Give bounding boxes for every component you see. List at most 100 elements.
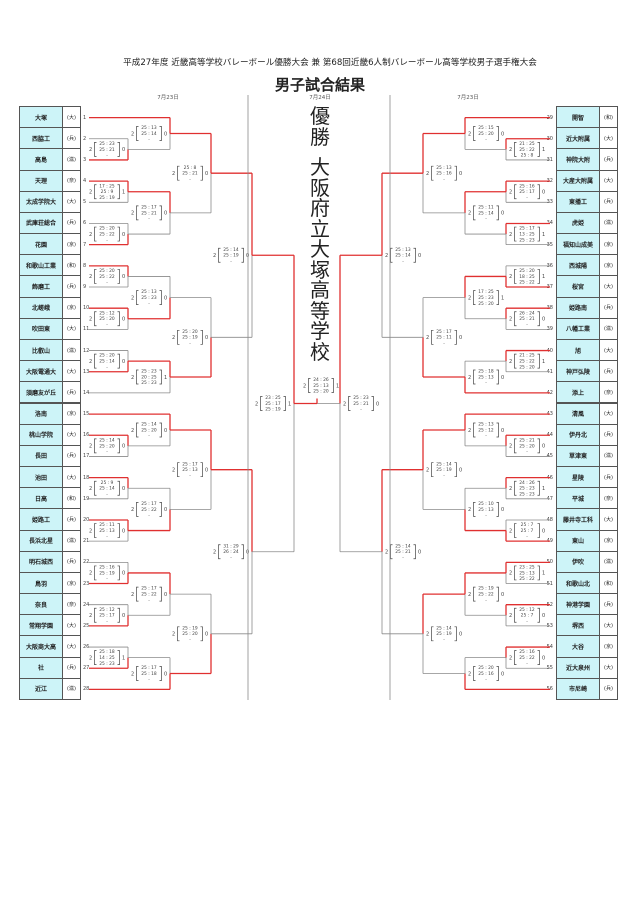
set-score: - xyxy=(485,598,487,603)
bracket-open-icon xyxy=(136,205,139,221)
bracket-open-icon xyxy=(473,205,476,221)
set-score: 25 : 14 xyxy=(99,437,115,443)
set-score: 25 : 19 xyxy=(223,253,239,259)
set-score: 25 : 20 xyxy=(99,443,115,449)
set-score: 25 : 23 xyxy=(519,237,535,243)
set-score: 25 : 15 xyxy=(478,125,494,131)
team-number: 12 xyxy=(83,347,90,354)
set-score: 25 : 20 xyxy=(519,443,535,449)
team-prefecture: (兵) xyxy=(600,677,618,700)
set-score: 25 : 20 xyxy=(478,131,494,137)
sets-lost: 0 xyxy=(459,467,462,473)
set-score: 25 : 20 xyxy=(182,329,198,335)
sets-won: 2 xyxy=(89,232,92,238)
sets-won: 2 xyxy=(509,528,512,534)
sets-won: 2 xyxy=(89,190,92,196)
sets-lost: 0 xyxy=(205,467,208,473)
sets-lost: 0 xyxy=(122,571,125,577)
team-row: 伊吹(滋) xyxy=(556,550,618,573)
set-score: 25 : 12 xyxy=(99,607,115,613)
sets-lost: 0 xyxy=(418,253,421,259)
bracket-open-icon xyxy=(431,626,434,642)
set-score: 25 : 17 xyxy=(519,189,535,195)
sets-lost: 1 xyxy=(501,295,504,301)
set-score: 25 : 13 xyxy=(436,165,452,171)
bracket-open-icon xyxy=(94,142,97,157)
sets-won: 2 xyxy=(343,401,346,407)
team-row: 比叡山(滋) xyxy=(19,338,81,362)
sets-lost: 0 xyxy=(418,550,421,556)
sets-won: 2 xyxy=(426,632,429,638)
team-row: 近大泉州(大) xyxy=(556,656,618,679)
team-number: 19 xyxy=(83,495,90,502)
team-row: 福知山成美(京) xyxy=(556,233,618,256)
set-score: 25 : 17 xyxy=(141,665,157,671)
set-score: 17 : 25 xyxy=(99,183,115,189)
team-row: 堺西(大) xyxy=(556,614,618,637)
set-score: 25 : 22 xyxy=(99,231,115,237)
set-score: 25 : 18 xyxy=(141,671,157,677)
sets-lost: 0 xyxy=(246,253,249,259)
team-number: 15 xyxy=(83,411,90,418)
bracket-close-icon xyxy=(159,126,162,141)
set-score: 25 : 14 xyxy=(99,486,115,492)
set-score: - xyxy=(360,408,362,413)
set-score: 25 : 13 xyxy=(478,374,494,380)
set-score: - xyxy=(230,259,232,264)
set-score: - xyxy=(106,492,108,497)
sets-won: 2 xyxy=(131,131,134,137)
bracket-open-icon xyxy=(94,184,97,200)
bracket-close-icon xyxy=(117,565,120,581)
set-score: 25 : 23 xyxy=(519,486,535,492)
sets-won: 2 xyxy=(426,467,429,473)
team-row: 花園(京) xyxy=(19,233,81,256)
sets-lost: 1 xyxy=(542,571,545,577)
sets-won: 2 xyxy=(131,507,134,513)
set-score: - xyxy=(443,638,445,643)
bracket-close-icon xyxy=(496,290,499,305)
set-score: - xyxy=(189,474,191,479)
set-score: 31 : 29 xyxy=(223,543,239,549)
sets-lost: 0 xyxy=(122,528,125,534)
sets-won: 2 xyxy=(468,131,471,137)
bracket-close-icon xyxy=(241,544,244,560)
set-score: - xyxy=(148,678,150,683)
set-score: - xyxy=(106,535,108,540)
set-score: - xyxy=(106,323,108,328)
team-name: 東山 xyxy=(556,529,600,552)
set-score: - xyxy=(148,138,150,143)
team-row: 近大附属(大) xyxy=(556,127,618,150)
set-score: 25 : 13 xyxy=(313,383,329,389)
team-number: 5 xyxy=(83,199,87,206)
team-row: 北嵯峨(京) xyxy=(19,296,81,319)
champion-name-char: 塚 xyxy=(310,257,330,282)
set-score: 25 : 13 xyxy=(395,247,411,253)
set-score: 25 : 7 xyxy=(521,528,534,534)
set-score: 25 : 11 xyxy=(436,335,452,341)
sets-lost: 0 xyxy=(122,613,125,619)
team-row: 天理(奈) xyxy=(19,169,81,192)
bracket-close-icon xyxy=(117,184,120,200)
bracket-close-icon xyxy=(454,329,457,345)
bracket-open-icon xyxy=(136,502,139,517)
sets-won: 2 xyxy=(385,550,388,556)
team-number: 25 xyxy=(83,622,90,629)
team-number: 9 xyxy=(83,284,87,291)
sets-won: 2 xyxy=(131,295,134,301)
bracket-open-icon xyxy=(136,126,139,141)
bracket-close-icon xyxy=(496,502,499,517)
set-score: - xyxy=(526,535,528,540)
bracket-open-icon xyxy=(94,226,97,242)
team-number: 7 xyxy=(83,241,87,248)
bracket-open-icon xyxy=(94,607,97,623)
bracket-close-icon xyxy=(159,205,162,221)
bracket-close-icon xyxy=(537,311,540,327)
sets-lost: 0 xyxy=(164,592,167,598)
sets-lost: 0 xyxy=(542,317,545,323)
set-score: 25 : 7 xyxy=(521,613,534,619)
team-name: 平城 xyxy=(556,487,600,510)
set-score: - xyxy=(189,177,191,182)
set-score: - xyxy=(106,450,108,455)
champion-name-char: 等 xyxy=(310,298,330,323)
sets-lost: 0 xyxy=(122,232,125,238)
